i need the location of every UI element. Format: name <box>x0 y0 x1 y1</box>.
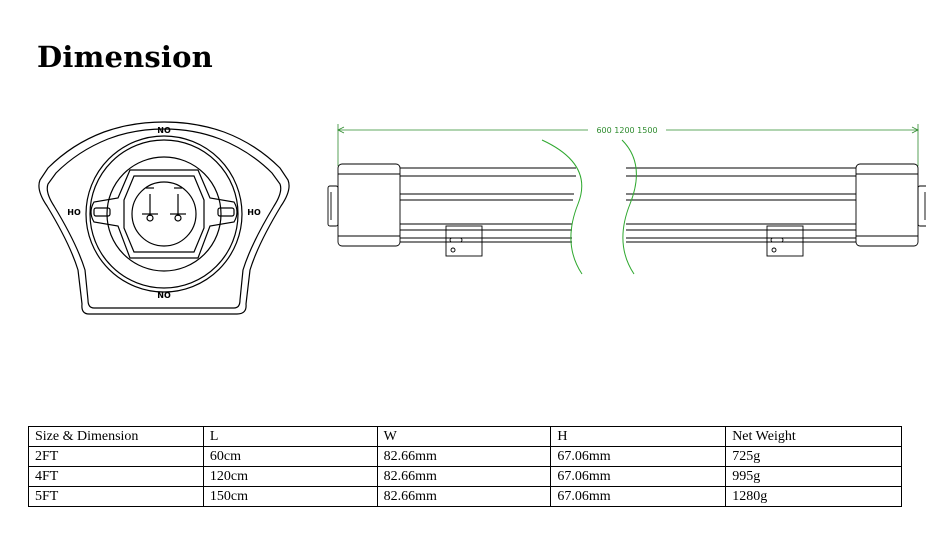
end-view-drawing: NO NO HO HO <box>38 121 290 315</box>
cell-net-weight: 725g <box>725 446 902 467</box>
table-row: 4FT 120cm 82.66mm 67.06mm 995g <box>28 466 902 487</box>
cell-net-weight: 995g <box>725 466 902 487</box>
spec-table: Size & Dimension L W H Net Weight 2FT 60… <box>28 426 902 507</box>
cell-height: 67.06mm <box>550 446 727 467</box>
cell-width: 82.66mm <box>376 486 552 507</box>
header-net-weight: Net Weight <box>725 426 902 447</box>
label-right: HO <box>247 208 261 217</box>
table-header-row: Size & Dimension L W H Net Weight <box>28 426 902 447</box>
cell-size: 4FT <box>28 466 204 487</box>
table-row: 5FT 150cm 82.66mm 67.06mm 1280g <box>28 486 902 507</box>
table-row: 2FT 60cm 82.66mm 67.06mm 725g <box>28 446 902 467</box>
label-top: NO <box>157 126 171 135</box>
header-length: L <box>202 426 378 447</box>
cell-net-weight: 1280g <box>725 486 902 507</box>
cell-width: 82.66mm <box>376 446 552 467</box>
cell-size: 5FT <box>28 486 204 507</box>
label-left: HO <box>67 208 81 217</box>
header-height: H <box>550 426 727 447</box>
length-label: 600 1200 1500 <box>596 126 657 135</box>
header-width: W <box>376 426 552 447</box>
cell-height: 67.06mm <box>550 466 727 487</box>
cell-length: 60cm <box>202 446 378 467</box>
cell-size: 2FT <box>28 446 204 467</box>
page-title: Dimension <box>37 40 213 74</box>
cell-length: 150cm <box>202 486 378 507</box>
header-size: Size & Dimension <box>28 426 204 447</box>
cell-length: 120cm <box>202 466 378 487</box>
side-view-drawing: 600 1200 1500 <box>327 124 926 275</box>
cell-height: 67.06mm <box>550 486 727 507</box>
label-bottom: NO <box>157 291 171 300</box>
cell-width: 82.66mm <box>376 466 552 487</box>
